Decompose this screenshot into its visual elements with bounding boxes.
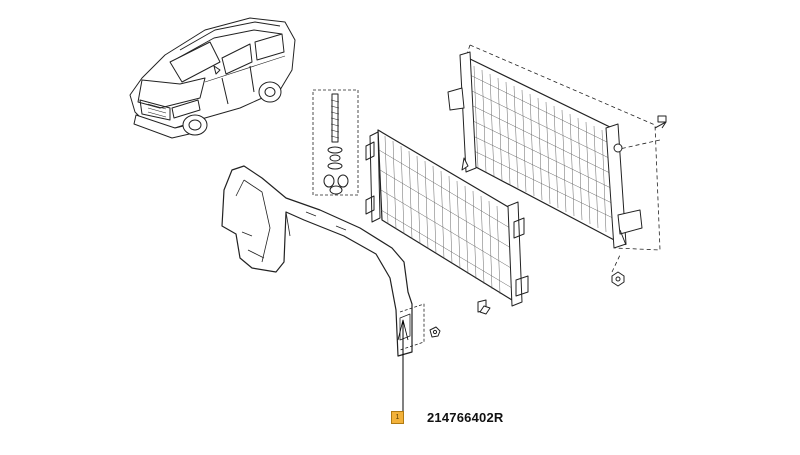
radiator [447, 44, 661, 273]
part-number-label[interactable]: 214766402R [427, 410, 504, 425]
screw-condenser [479, 305, 491, 315]
nut-bottom [611, 271, 625, 287]
callout-leader [397, 319, 409, 412]
radiator-fins [469, 65, 618, 233]
callout-marker[interactable]: 1 [391, 411, 404, 424]
callout-number: 1 [395, 414, 400, 421]
condenser-fins [378, 135, 513, 295]
condenser [365, 129, 529, 313]
bolt-top [654, 115, 667, 129]
air-deflector [221, 165, 441, 357]
fastener-kit [312, 89, 359, 196]
vehicle-thumbnail [129, 17, 296, 139]
